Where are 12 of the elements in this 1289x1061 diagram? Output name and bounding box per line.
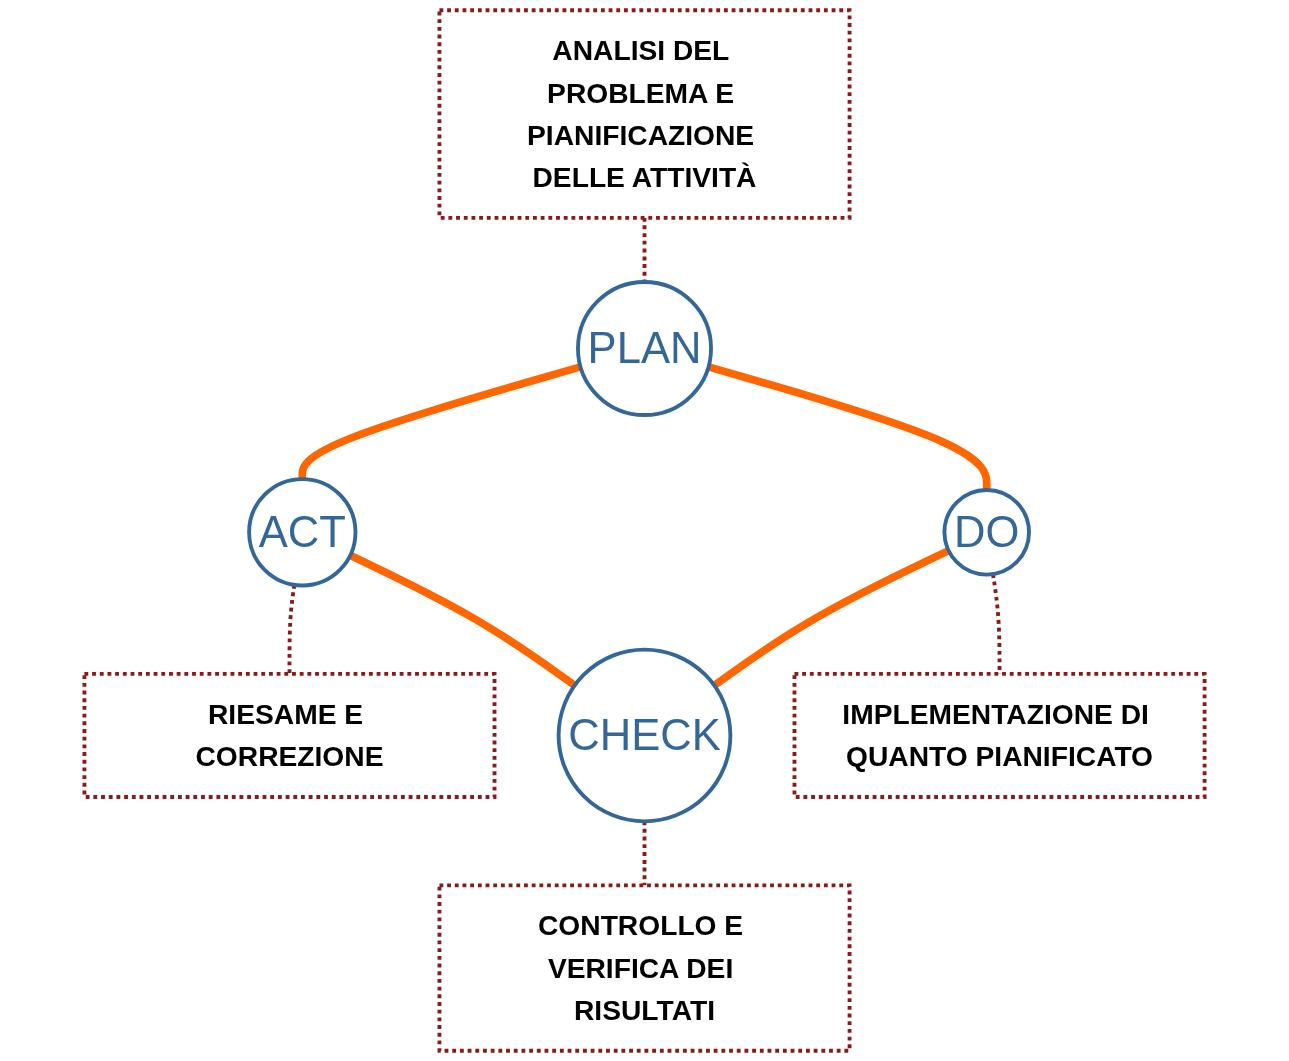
node-box: ANALISI DEL PROBLEMA E PIANIFICAZIONE DELLE ATTIVITÀ [437, 8, 852, 220]
connector [642, 217, 647, 282]
node-box: IMPLEMENTAZIONE DI QUANTO PIANIFICATO [792, 672, 1207, 799]
node-box: RIESAME E CORREZIONE [82, 672, 497, 799]
node-box: CONTROLLO E VERIFICA DEI RISULTATI [437, 883, 852, 1053]
connector [642, 821, 647, 886]
node-circle: PLAN [576, 280, 713, 417]
node-circle: CHECK [556, 647, 733, 824]
connector [287, 584, 297, 674]
node-circle: DO [942, 488, 1031, 577]
node-circle: ACT [247, 477, 358, 588]
connector [298, 363, 582, 480]
